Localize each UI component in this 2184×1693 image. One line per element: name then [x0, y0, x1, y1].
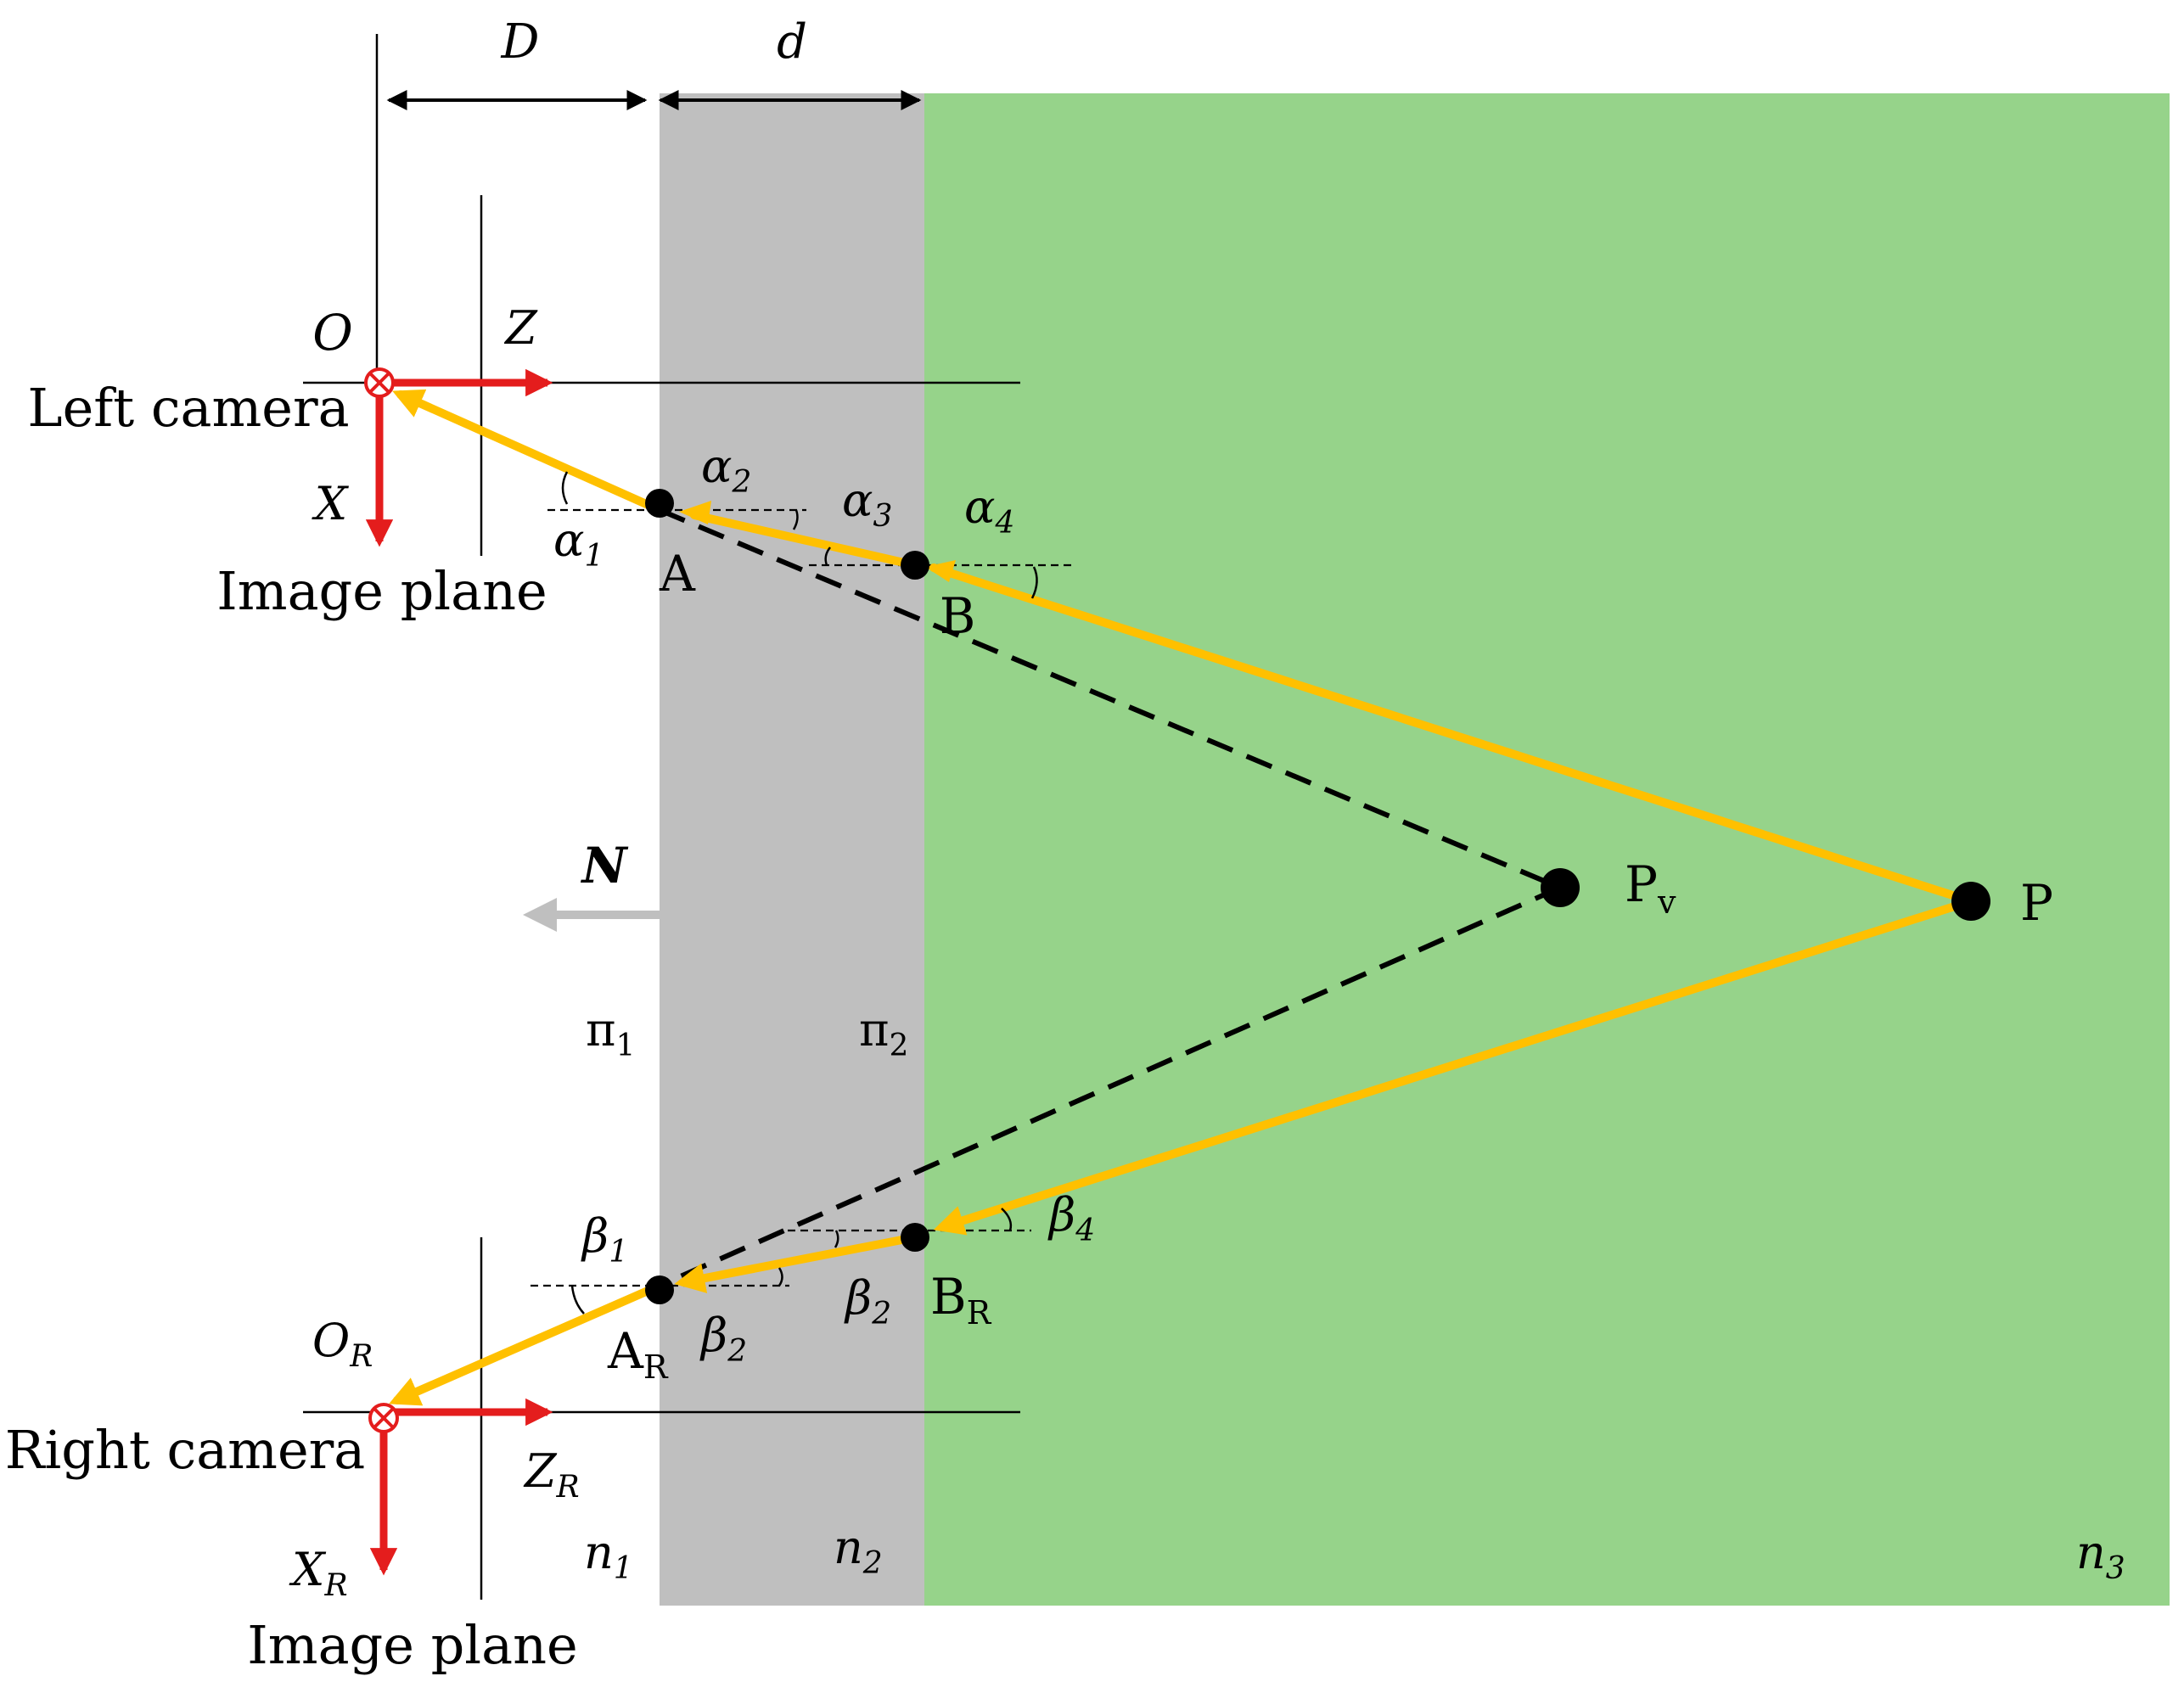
medium-n3-label: n3	[2076, 1526, 2125, 1586]
beta3-arc	[834, 1230, 839, 1248]
refracted-rays	[389, 389, 1975, 1406]
ray-AR-to-OR	[389, 1281, 664, 1406]
alpha1-label: α1	[553, 513, 604, 574]
point-AR-marker	[645, 1275, 674, 1304]
point-Pv-marker	[1541, 868, 1580, 907]
point-A-label: A	[659, 545, 696, 603]
medium-n2-label: n2	[834, 1521, 883, 1581]
beta2-label-lower: β2	[699, 1309, 747, 1369]
left-image-plane-label: Image plane	[216, 560, 547, 622]
right-camera-label: Right camera	[5, 1419, 366, 1481]
left-origin-label: O	[312, 304, 353, 362]
right-origin-label: OR	[312, 1314, 373, 1374]
beta2-label-upper: β2	[844, 1271, 891, 1331]
point-BR-label: BR	[930, 1268, 992, 1331]
ray-A-to-O	[392, 389, 664, 514]
alpha3-label: α3	[842, 474, 892, 534]
point-P-label: P	[2020, 874, 2053, 932]
normal-label: N	[580, 837, 628, 894]
point-B-marker	[901, 551, 929, 580]
beta1-label: β1	[581, 1209, 628, 1270]
dimension-d-label: d	[777, 14, 807, 70]
right-z-axis-label: ZR	[523, 1444, 580, 1505]
left-camera-origin-icon	[364, 367, 395, 398]
point-P-marker	[1951, 882, 1990, 921]
medium-n1-label: n1	[584, 1526, 633, 1586]
ray-B-to-A	[690, 511, 919, 569]
right-camera-origin-icon	[368, 1403, 399, 1433]
beta4-arc	[1001, 1208, 1013, 1231]
ray-arrowhead-near-A	[679, 501, 711, 524]
alpha1-arc	[561, 471, 569, 505]
beta4-label: β4	[1047, 1188, 1095, 1248]
virtual-ray-right	[658, 885, 1562, 1288]
point-A-marker	[645, 489, 674, 518]
water-region	[924, 93, 2170, 1606]
ray-BR-to-AR	[674, 1233, 919, 1293]
ray-P-to-B	[929, 563, 1975, 905]
glass-layer	[660, 93, 924, 1606]
alpha3-arc	[824, 547, 831, 566]
alpha2-arc	[792, 509, 799, 530]
right-x-axis-label: XR	[289, 1543, 348, 1603]
alpha4-label: α4	[964, 480, 1014, 541]
ray-arrowhead-near-B	[925, 560, 956, 582]
point-BR-marker	[901, 1223, 929, 1252]
plane-pi2-label: π2	[859, 1003, 908, 1063]
alpha2-label: α2	[701, 440, 751, 500]
left-z-axis-label: Z	[503, 301, 538, 355]
left-camera-label: Left camera	[27, 377, 349, 439]
right-image-plane-label: Image plane	[247, 1614, 577, 1676]
point-AR-label: AR	[607, 1322, 669, 1386]
virtual-ray-left	[658, 507, 1562, 890]
alpha4-arc	[1030, 566, 1038, 599]
left-x-axis-label: X	[312, 477, 350, 530]
ray-P-to-BR	[933, 897, 1975, 1236]
dimension-D-label: D	[501, 14, 540, 70]
beta1-arc	[570, 1285, 585, 1315]
beta2-arc	[778, 1267, 783, 1287]
point-Pv-label: Pv	[1625, 855, 1676, 921]
point-B-label: B	[940, 587, 976, 645]
plane-pi1-label: π1	[586, 1003, 635, 1063]
angle-arcs	[561, 471, 1038, 1315]
